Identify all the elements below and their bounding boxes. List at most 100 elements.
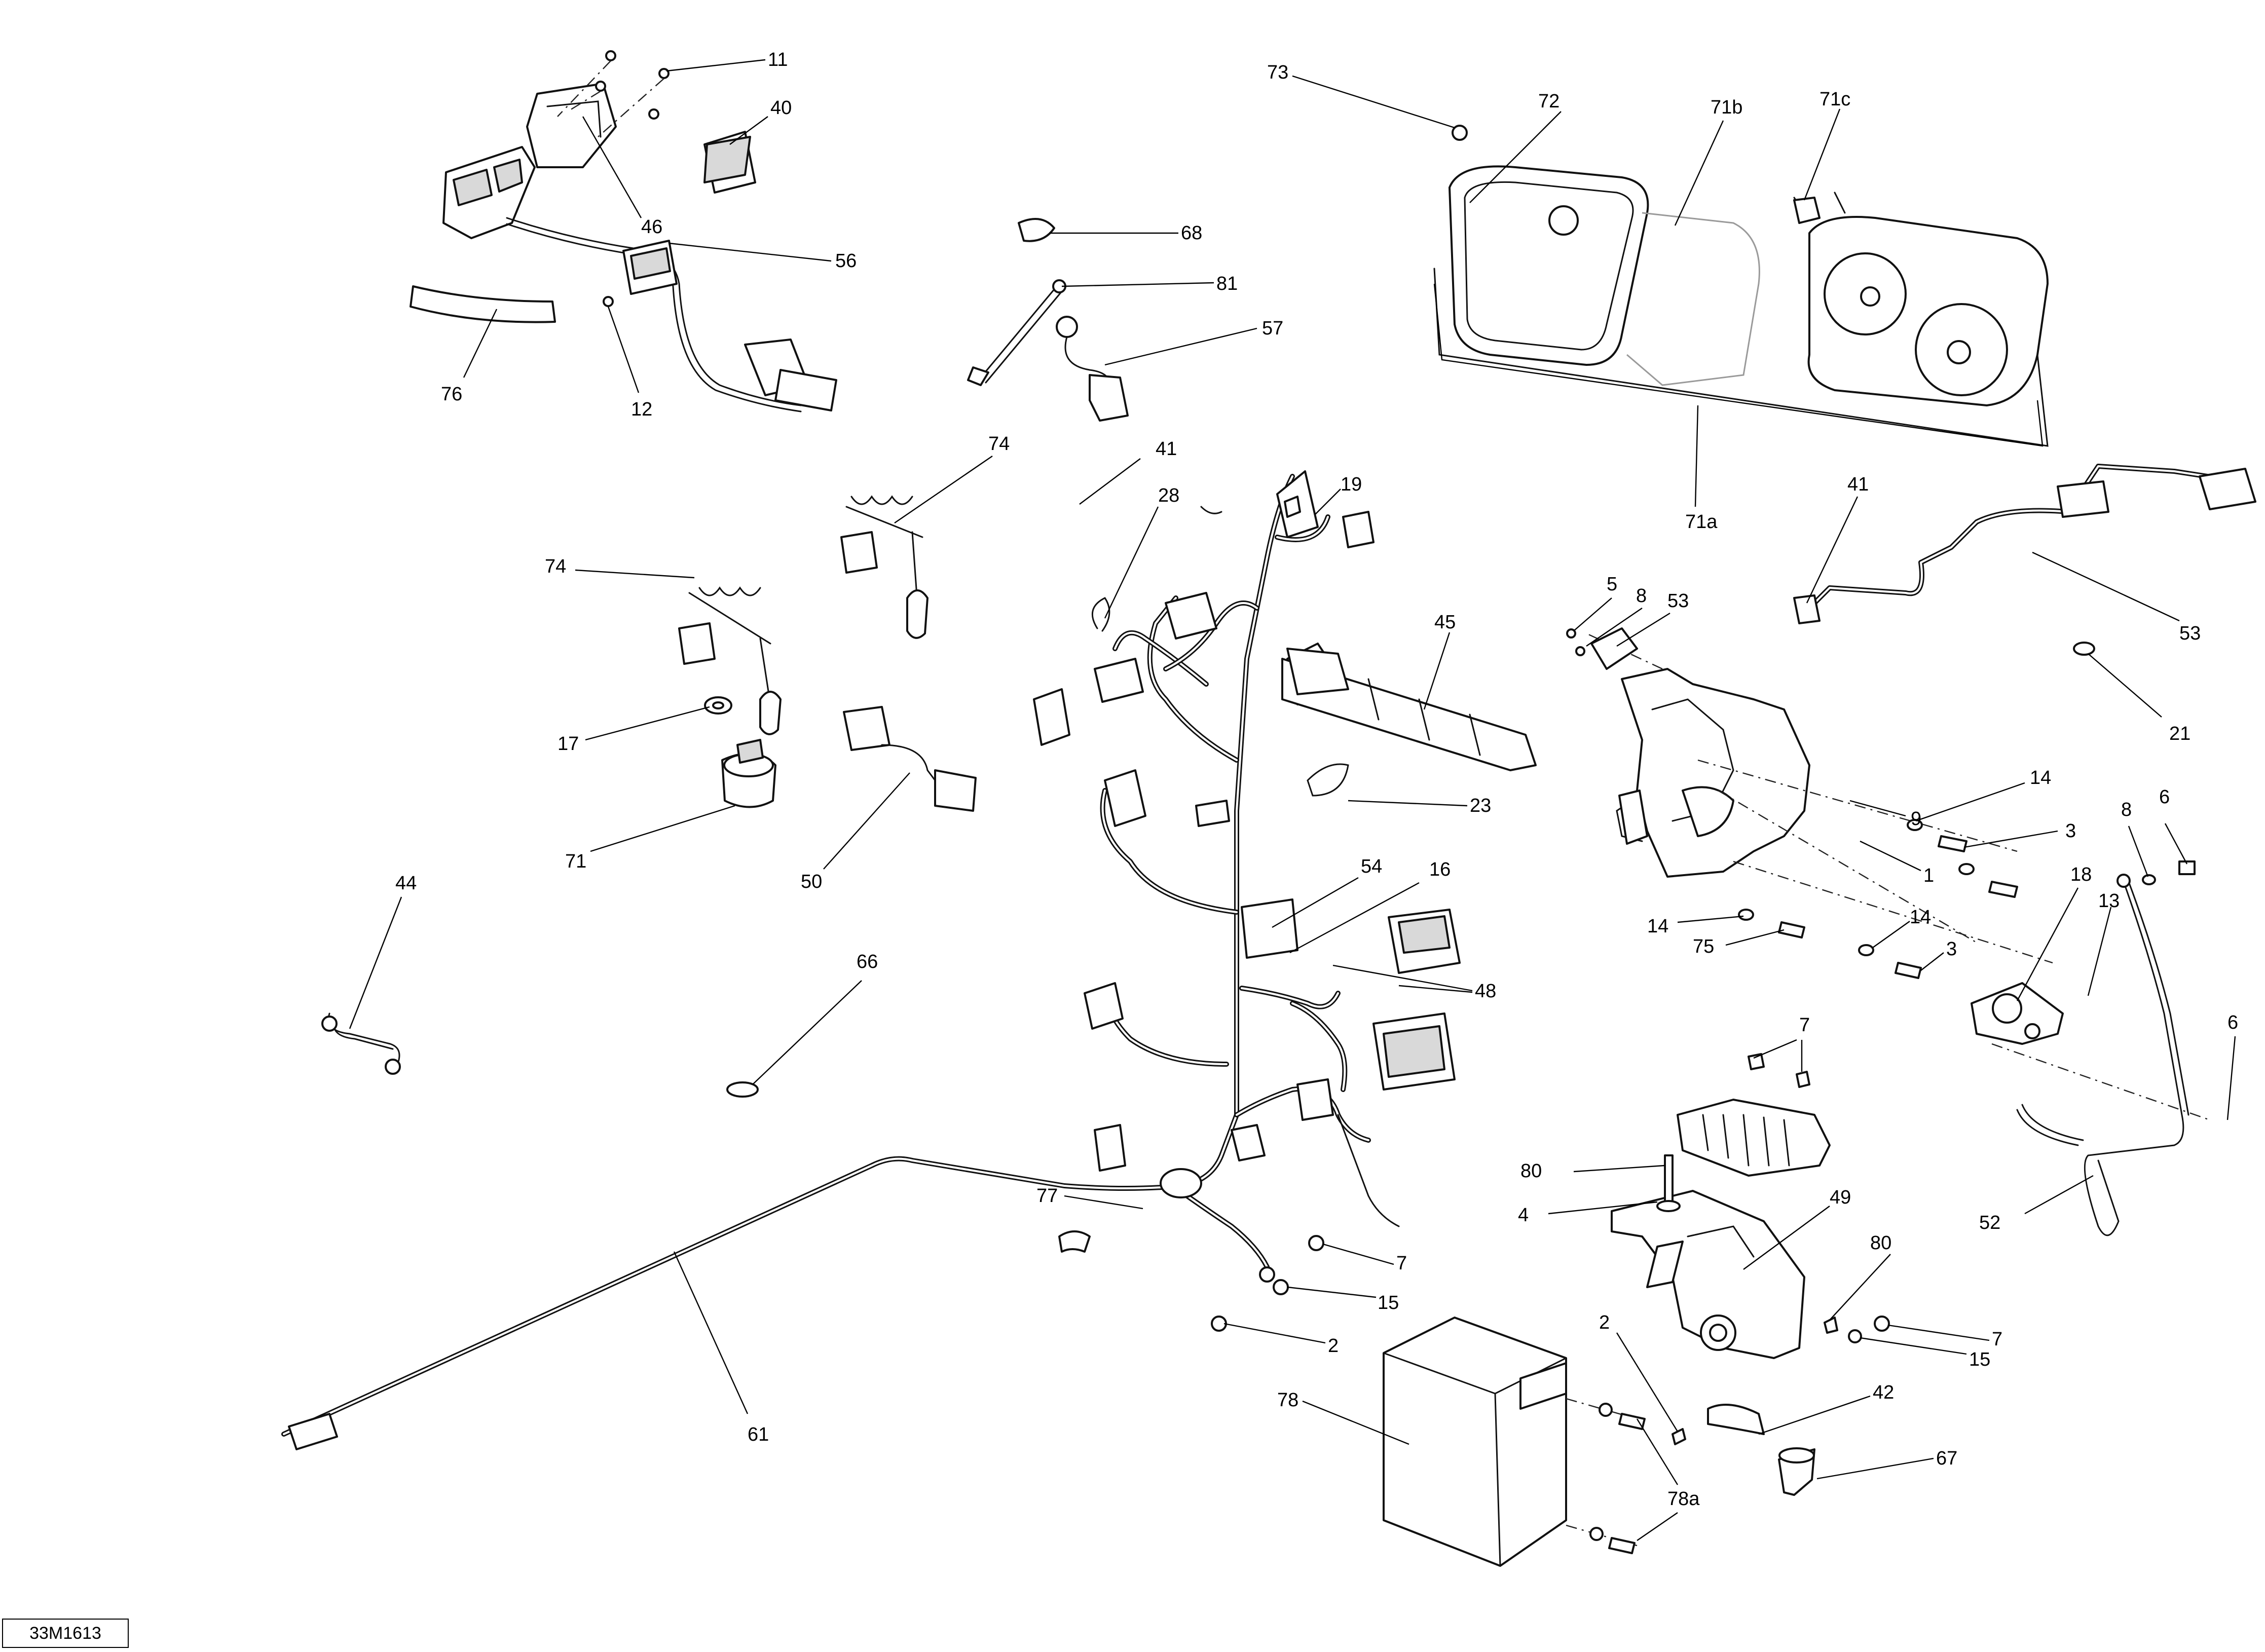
callout-label: 41 bbox=[1847, 474, 1869, 495]
figure-reference-code: 33M1613 bbox=[2, 1619, 129, 1648]
callout-label: 56 bbox=[835, 250, 857, 272]
callout-80-left: 80 bbox=[1520, 1160, 1665, 1182]
callout-label: 16 bbox=[1429, 859, 1451, 880]
callout-label: 81 bbox=[1216, 273, 1238, 294]
callout-41-center: 41 bbox=[1079, 438, 1177, 505]
callout-2-right: 2 bbox=[1599, 1312, 1679, 1432]
callout-label: 80 bbox=[1870, 1232, 1891, 1254]
callout-label: 23 bbox=[1470, 795, 1491, 816]
callout-81: 81 bbox=[1061, 273, 1238, 294]
callout-label: 8 bbox=[2121, 799, 2132, 820]
callout-4: 4 bbox=[1518, 1201, 1658, 1226]
battery-cable-part bbox=[321, 1012, 401, 1075]
callout-7-regulator: 7 bbox=[1753, 1015, 1810, 1072]
callout-label: 52 bbox=[1979, 1212, 2000, 1233]
callout-label: 72 bbox=[1538, 91, 1559, 112]
callout-13: 13 bbox=[2087, 890, 2120, 996]
callout-label: 80 bbox=[1520, 1160, 1542, 1182]
callout-label: 15 bbox=[1378, 1292, 1399, 1313]
callout-46: 46 bbox=[582, 116, 662, 238]
throttle-sensor-part bbox=[1971, 982, 2210, 1121]
callout-41-right: 41 bbox=[1806, 474, 1869, 604]
callout-44: 44 bbox=[349, 873, 417, 1029]
callout-18: 18 bbox=[2016, 864, 2092, 1001]
callout-label: 71c bbox=[1820, 89, 1850, 110]
callout-71c: 72 bbox=[1469, 91, 1562, 203]
controller-bracket-part bbox=[1586, 632, 2053, 964]
callout-label: 12 bbox=[631, 399, 652, 420]
callout-label: 7 bbox=[1799, 1015, 1810, 1036]
callout-label: 61 bbox=[748, 1424, 769, 1445]
callout-label: 54 bbox=[1361, 856, 1382, 877]
callout-label: 49 bbox=[1830, 1187, 1851, 1208]
callout-label: 7 bbox=[1992, 1329, 2002, 1350]
callout-label: 71a bbox=[1685, 511, 1718, 533]
callout-19: 19 bbox=[1315, 474, 1362, 515]
callout-label: 15 bbox=[1969, 1349, 1990, 1370]
callout-label: 17 bbox=[558, 733, 579, 755]
nut-part bbox=[1452, 125, 1468, 141]
lanyard-part bbox=[840, 495, 929, 639]
sub-harness-part bbox=[1793, 464, 2256, 624]
bolt-part bbox=[1656, 1154, 1681, 1212]
clip-ring-part bbox=[2073, 642, 2095, 656]
callout-71: 71a bbox=[1685, 405, 1718, 533]
callout-label: 18 bbox=[2070, 864, 2092, 885]
callout-label: 4 bbox=[1518, 1205, 1529, 1226]
callout-label: 40 bbox=[770, 97, 792, 119]
callout-label: 19 bbox=[1341, 474, 1362, 495]
callout-label: 73 bbox=[1267, 62, 1288, 83]
callout-54: 53 bbox=[2032, 551, 2201, 644]
callout-8-top: 8 bbox=[1586, 585, 1647, 647]
callout-71b: 71c bbox=[1803, 89, 1850, 201]
adapter-harness-part bbox=[843, 706, 977, 812]
ground-cable-part bbox=[2016, 874, 2189, 1236]
callout-75: 76 bbox=[441, 309, 498, 405]
fasteners-part bbox=[1211, 1235, 1890, 1343]
callout-label: 78a bbox=[1667, 1488, 1700, 1510]
callout-11: 11 bbox=[666, 49, 788, 72]
support-bracket-part bbox=[1611, 1190, 1805, 1359]
fuse-bracket-part bbox=[1281, 648, 1537, 771]
harness-connector-part bbox=[744, 339, 837, 411]
callout-label: 41 bbox=[1156, 438, 1177, 460]
callout-label: 78 bbox=[1277, 1390, 1298, 1411]
callout-label: 6 bbox=[2227, 1012, 2238, 1033]
callout-label: 3 bbox=[2065, 820, 2076, 842]
callout-2-center: 2 bbox=[1223, 1323, 1339, 1357]
callout-17: 17 bbox=[558, 706, 710, 755]
ground-strap-part bbox=[1672, 1404, 1765, 1445]
callout-5: 5 bbox=[1573, 574, 1617, 631]
callout-label: 14 bbox=[2030, 767, 2051, 789]
callout-72: 73 bbox=[1267, 62, 1455, 129]
connector-part bbox=[622, 240, 678, 295]
callout-label: 57 bbox=[1262, 318, 1283, 339]
grommet-part bbox=[704, 696, 732, 715]
callout-label: 75 bbox=[1693, 936, 1714, 957]
tie-strap-part bbox=[1091, 496, 1301, 632]
callout-6-lower: 6 bbox=[2226, 1012, 2238, 1120]
callout-label: 5 bbox=[1607, 574, 1617, 595]
callout-60: 57 bbox=[1104, 318, 1283, 366]
callout-label: 6 bbox=[2159, 786, 2170, 808]
callout-label: 1 bbox=[1923, 865, 1934, 886]
callout-label: 71 bbox=[565, 851, 586, 872]
callout-61: 61 bbox=[673, 1251, 769, 1445]
lanyard-part bbox=[678, 586, 782, 735]
callout-label: 46 bbox=[641, 216, 662, 238]
callout-label: 14 bbox=[1910, 907, 1931, 928]
callout-label: 14 bbox=[1647, 916, 1668, 937]
callout-label: 42 bbox=[1873, 1382, 1894, 1403]
callout-label: 2 bbox=[1328, 1335, 1339, 1357]
callout-71a: 71b bbox=[1674, 97, 1742, 226]
callout-66: 66 bbox=[752, 951, 878, 1085]
callout-9: 8 bbox=[2121, 799, 2149, 877]
callout-16: 16 bbox=[1289, 859, 1451, 954]
callout-28: 28 bbox=[1104, 485, 1179, 619]
callout-56: 54 bbox=[1272, 856, 1382, 928]
callout-78: 78 bbox=[1277, 1390, 1409, 1445]
cap-part bbox=[726, 1081, 759, 1098]
callout-7-center: 7 bbox=[1322, 1243, 1407, 1274]
callout-3-top: 3 bbox=[1963, 820, 2076, 848]
callout-6-top: 6 bbox=[2159, 786, 2188, 865]
